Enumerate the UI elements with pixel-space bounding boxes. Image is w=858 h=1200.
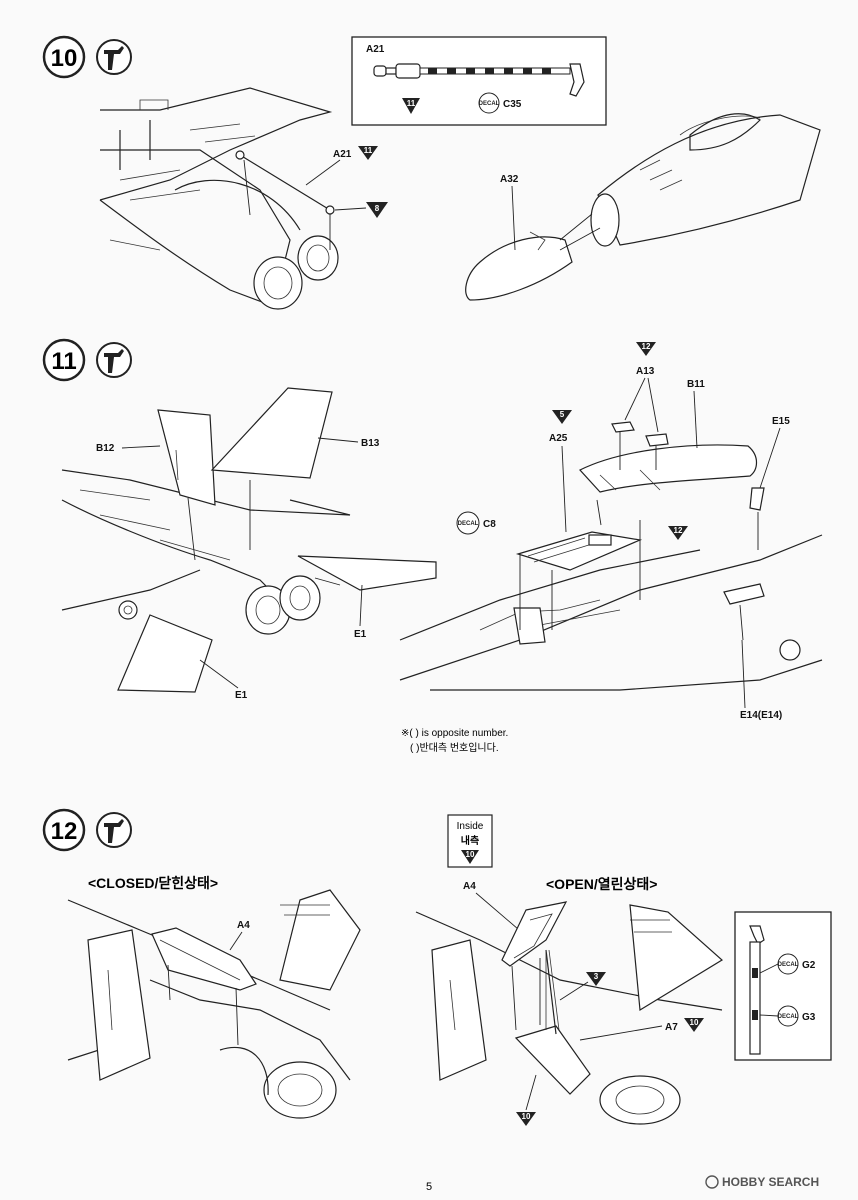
svg-text:10: 10 [690,1018,699,1027]
step12-open-drawing [415,901,724,1125]
label-a13: A13 [636,366,655,377]
step11-airframe-rear [61,387,437,693]
label-a21: A21 [333,149,352,160]
svg-text:12: 12 [674,526,683,535]
label-a7: A7 [665,1022,678,1033]
cement-glue-icon [96,342,132,378]
label-a21-inset: A21 [366,44,385,55]
label-a32: A32 [500,174,519,185]
triangle-step-ref-icon: 11 [358,146,378,160]
label-b12: B12 [96,443,115,454]
step-11: 11 B12 B13 E1 E1 [42,338,823,754]
triangle-step-ref-icon: 12 [636,342,656,356]
decal-inset-g2-g3: DECAL G2 DECAL G3 [734,911,832,1061]
step10-airframe-rear [99,87,339,310]
triangle-step-ref-icon: 3 [586,972,606,986]
label-c8: C8 [483,519,496,530]
svg-text:DECAL: DECAL [778,962,799,968]
step12-closed-drawing [67,889,361,1119]
svg-text:11: 11 [364,146,373,155]
triangle-step-ref-icon: 10 [461,850,479,864]
triangle-step-ref-icon: 5 [552,410,572,424]
cement-glue-icon [96,812,132,848]
inside-label-en: Inside [457,821,484,832]
decal-icon: DECAL [456,511,480,535]
svg-text:DECAL: DECAL [479,101,500,107]
closed-title: <CLOSED/닫힌상태> [88,875,218,891]
open-title: <OPEN/열린상태> [546,876,657,892]
label-c35: C35 [503,99,522,110]
svg-text:3: 3 [594,972,599,981]
cement-glue-icon [96,39,132,75]
label-a25: A25 [549,433,568,444]
page-number: 5 [426,1181,432,1193]
decal-icon: DECAL [777,1005,799,1027]
step11-cockpit [399,421,823,691]
triangle-step-ref-icon: 10 [516,1112,536,1126]
svg-text:10: 10 [466,850,475,859]
inset-a21: A21 11 DECAL C35 [351,36,607,126]
label-g2: G2 [802,960,816,971]
label-e1-left: E1 [235,690,248,701]
decal-icon: DECAL [478,92,500,114]
label-e14: E14(E14) [740,710,782,721]
decal-icon: DECAL [777,953,799,975]
label-b13: B13 [361,438,380,449]
triangle-step-ref-icon: 8 [366,202,388,218]
triangle-step-ref-icon: 11 [402,98,420,114]
label-e15: E15 [772,416,790,427]
step-number-10: 10 [51,45,78,72]
svg-text:8: 8 [375,204,380,213]
label-g3: G3 [802,1012,816,1023]
rod-stripes [419,67,571,75]
inside-label-ko: 내측 [461,834,479,847]
watermark-text: HOBBY SEARCH [722,1175,819,1189]
inside-box: Inside 내측 10 [447,814,493,868]
label-a4-open: A4 [463,881,476,892]
note-opposite-en: ※( ) is opposite number. [401,728,508,739]
step-number-11: 11 [51,348,76,375]
step10-nose [465,113,821,301]
triangle-step-ref-icon: 10 [684,1018,704,1032]
label-a4-closed: A4 [237,920,250,931]
watermark: HOBBY SEARCH [705,1175,819,1189]
step-12: 12 <CLOSED/닫힌상태> <OPEN/열린상태> A4 In [42,808,832,1126]
svg-text:DECAL: DECAL [778,1014,799,1020]
triangle-step-ref-icon: 12 [668,526,688,540]
svg-text:DECAL: DECAL [458,521,479,527]
label-e1-right: E1 [354,629,367,640]
svg-text:11: 11 [407,99,416,108]
svg-text:12: 12 [642,342,651,351]
svg-text:5: 5 [560,410,565,419]
step-10: 10 A21 11 [42,35,821,310]
note-opposite-ko: ( )반대측 번호입니다. [410,741,499,754]
svg-text:10: 10 [522,1112,531,1121]
label-b11: B11 [687,379,705,390]
step-number-12: 12 [51,818,78,845]
